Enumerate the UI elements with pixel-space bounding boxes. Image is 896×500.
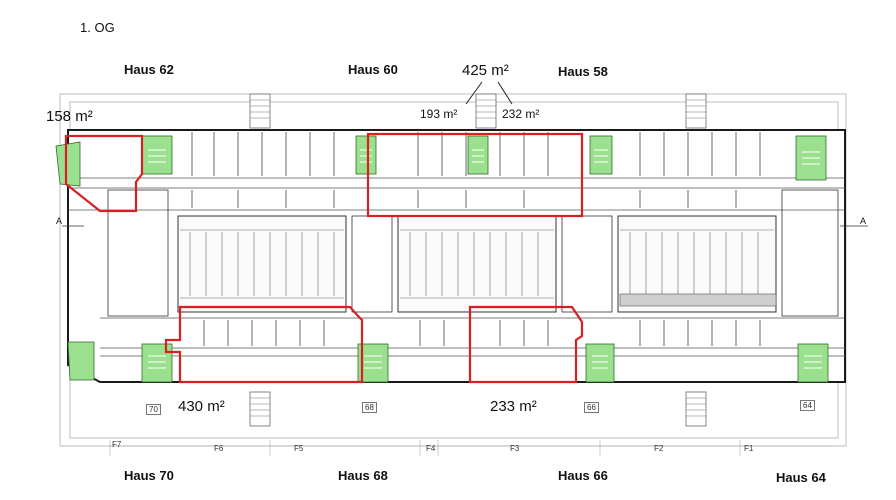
grid-label-f7: F7 bbox=[112, 440, 122, 449]
house-label-58: Haus 58 bbox=[558, 64, 608, 79]
section-marker-right: A bbox=[860, 216, 867, 226]
house-label-60: Haus 60 bbox=[348, 62, 398, 77]
area-label-430: 430 m² bbox=[178, 398, 225, 415]
room-partitions-bottom bbox=[203, 320, 761, 346]
hatched-floor-area bbox=[619, 293, 777, 307]
area-label-425: 425 m² bbox=[462, 62, 509, 79]
building-number-66: 66 bbox=[584, 402, 599, 413]
grid-label-f4: F4 bbox=[426, 444, 436, 453]
house-label-66: Haus 66 bbox=[558, 468, 608, 483]
unit-430-outline bbox=[164, 305, 364, 384]
highlighted-units bbox=[64, 132, 584, 384]
green-stair-cores bbox=[55, 135, 829, 383]
unit-158-outline bbox=[64, 134, 144, 213]
grid-label-f5: F5 bbox=[294, 444, 304, 453]
room-partitions-top bbox=[191, 132, 761, 208]
area-label-158: 158 m² bbox=[46, 108, 93, 125]
area-leader-lines bbox=[465, 81, 513, 105]
building-number-68: 68 bbox=[362, 402, 377, 413]
grid-label-f6: F6 bbox=[214, 444, 224, 453]
section-marker-left: A bbox=[56, 216, 63, 226]
grid-label-f3: F3 bbox=[510, 444, 520, 453]
building-number-70: 70 bbox=[146, 404, 161, 415]
unit-425-outline bbox=[366, 132, 584, 218]
area-label-233: 233 m² bbox=[490, 398, 537, 415]
building-number-64: 64 bbox=[800, 400, 815, 411]
house-label-64: Haus 64 bbox=[776, 470, 826, 485]
unit-233-outline bbox=[468, 305, 584, 384]
grid-lines bbox=[109, 440, 830, 456]
top-room-row bbox=[68, 177, 845, 357]
exterior-stair-treads bbox=[250, 99, 706, 417]
house-label-70: Haus 70 bbox=[124, 468, 174, 483]
area-label-193: 193 m² bbox=[420, 107, 458, 121]
house-label-68: Haus 68 bbox=[338, 468, 388, 483]
courtyard-hatching bbox=[180, 229, 774, 299]
floor-label: 1. OG bbox=[80, 20, 115, 35]
stair-treads bbox=[148, 149, 822, 369]
grid-label-f2: F2 bbox=[654, 444, 664, 453]
exterior-stairs bbox=[249, 93, 707, 427]
grid-label-f1: F1 bbox=[744, 444, 754, 453]
area-label-232: 232 m² bbox=[502, 107, 540, 121]
house-label-62: Haus 62 bbox=[124, 62, 174, 77]
